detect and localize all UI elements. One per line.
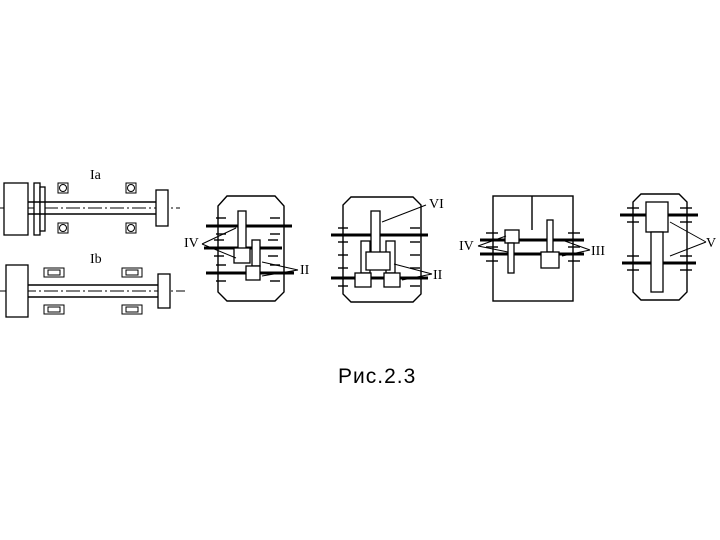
label-iii: III bbox=[591, 244, 605, 259]
label-iv-scheme3: IV bbox=[459, 239, 474, 254]
bearing-ib-left bbox=[43, 267, 65, 315]
label-ia: Ia bbox=[90, 168, 102, 183]
label-ii-scheme2: II bbox=[433, 268, 443, 283]
shaft-ib-diagram: Ib bbox=[0, 252, 185, 318]
label-vi: VI bbox=[429, 197, 444, 212]
shaft-ia-diagram: Ia bbox=[0, 168, 180, 236]
label-iv-scheme1: IV bbox=[184, 236, 199, 251]
label-v: V bbox=[706, 236, 716, 251]
gearbox-scheme-3: IV III bbox=[459, 195, 605, 302]
label-ib: Ib bbox=[90, 252, 102, 267]
bearing-ia-right bbox=[125, 182, 137, 234]
gearbox-scheme-2: VI II bbox=[331, 196, 444, 303]
label-ii-scheme1: II bbox=[300, 263, 310, 278]
figure-caption: Рис.2.3 bbox=[338, 365, 416, 388]
gearbox-scheme-1: IV II bbox=[184, 195, 310, 302]
gearbox-scheme-4: V bbox=[620, 193, 716, 301]
bearing-ia-left bbox=[57, 182, 69, 234]
bearing-ib-right bbox=[121, 267, 143, 315]
